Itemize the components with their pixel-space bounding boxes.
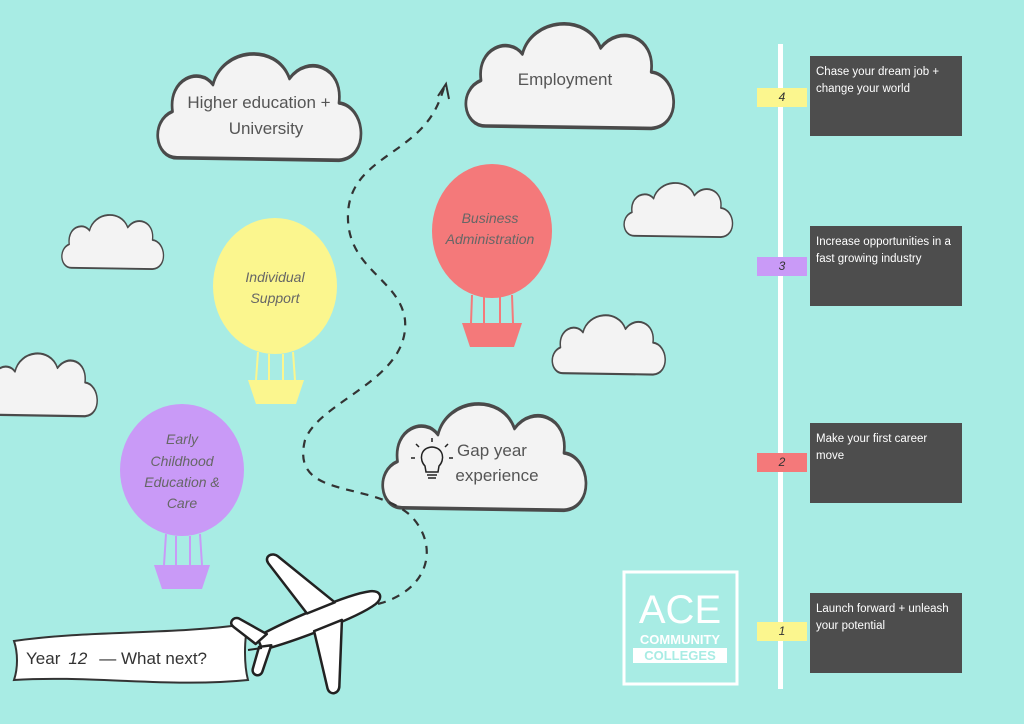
higher-education-label-1: Higher education + [187,93,330,112]
step-number-3: 3 [757,257,807,276]
employment-label: Employment [518,70,613,89]
early-label-1: Early [166,431,199,447]
flight-path [302,87,446,606]
early-childhood-balloon: Early Childhood Education & Care [120,404,244,589]
lightbulb-icon [411,438,453,479]
individual-support-balloon: Individual Support [213,218,337,404]
step-box-1: Launch forward + unleash your potential [810,593,962,673]
step-box-2: Make your first career move [810,423,962,503]
step-number-1: 1 [757,622,807,641]
banner-tow-line [247,647,263,651]
flight-path-arrowhead [437,81,450,100]
business-label-1: Business [462,210,519,226]
logo-main: ACE [639,588,721,632]
step-number-4: 4 [757,88,807,107]
higher-education-label-2: University [229,119,304,138]
timeline-line [778,44,783,689]
employment-cloud: Employment [464,22,676,131]
decorative-cloud [551,314,667,376]
logo-line1: COMMUNITY [640,632,720,647]
ace-logo: ACE COMMUNITY COLLEGES [622,570,739,686]
individual-label-2: Support [250,290,300,306]
gap-year-cloud: Gap year experience [380,402,588,513]
business-administration-balloon: Business Administration [432,164,552,347]
individual-label-1: Individual [245,269,305,285]
early-label-4: Care [167,495,198,511]
decorative-cloud [623,182,734,238]
logo-line2: COLLEGES [644,648,716,663]
gap-year-label-2: experience [455,466,538,485]
business-label-2: Administration [445,231,535,247]
step-box-3: Increase opportunities in a fast growing… [810,226,962,306]
step-box-4: Chase your dream job + change your world [810,56,962,136]
decorative-cloud [60,214,165,270]
early-label-3: Education & [144,474,220,490]
higher-education-cloud: Higher education + University [155,52,363,163]
airplane-icon [230,553,382,695]
gap-year-label-1: Gap year [457,441,527,460]
early-label-2: Childhood [150,453,214,469]
step-number-2: 2 [757,453,807,472]
decorative-cloud [0,352,99,418]
